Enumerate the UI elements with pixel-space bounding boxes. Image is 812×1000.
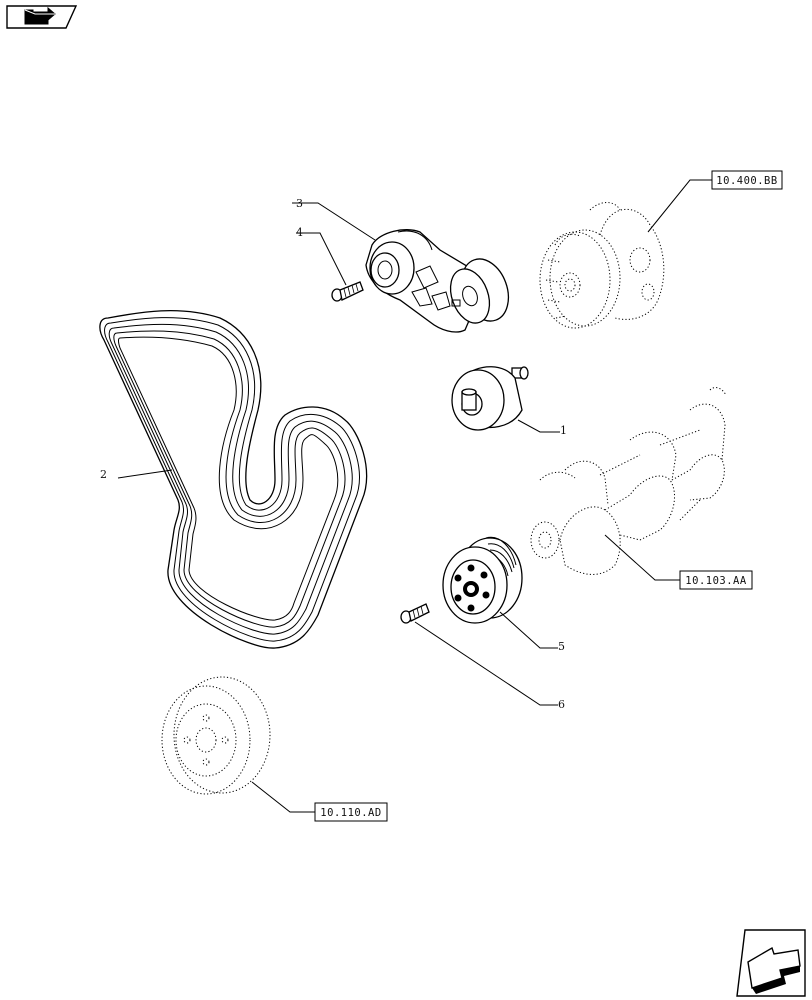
leader-line-6	[414, 621, 558, 706]
crankshaft-pulley	[442, 536, 523, 624]
leader-line-damper	[251, 781, 315, 813]
callout-4: 4	[296, 226, 303, 239]
pulley-bolt	[400, 603, 430, 624]
callout-1: 1	[560, 424, 567, 437]
leader-line-1	[517, 419, 560, 433]
leader-line-2	[117, 469, 173, 479]
callout-2: 2	[100, 468, 107, 481]
vibration-damper-reference-part	[161, 676, 271, 795]
crankshaft-reference-part	[530, 387, 727, 575]
reference-label-water-pump[interactable]: 10.400.BB	[716, 175, 777, 187]
leader-line-5	[499, 611, 558, 649]
water-pump-reference-part	[539, 202, 665, 329]
reference-box-crankshaft[interactable]	[679, 570, 753, 590]
tensioner-bolt	[331, 281, 364, 302]
leader-line-3	[292, 202, 376, 241]
leader-line-4	[296, 232, 347, 286]
callout-6: 6	[558, 698, 565, 711]
leader-line-crankshaft	[604, 534, 680, 581]
callout-3: 3	[296, 197, 303, 210]
reference-box-damper[interactable]	[314, 802, 388, 822]
reference-label-crankshaft[interactable]: 10.103.AA	[685, 575, 747, 587]
idler-pulley	[451, 366, 529, 431]
callout-5: 5	[558, 640, 565, 653]
leader-line-water-pump	[647, 179, 712, 233]
reference-box-water-pump[interactable]	[711, 170, 783, 190]
reference-label-damper[interactable]: 10.110.AD	[320, 807, 381, 819]
next-page-arrow-icon[interactable]	[736, 929, 806, 997]
drive-belt	[99, 310, 368, 649]
belt-tensioner	[365, 229, 510, 333]
previous-page-arrow-icon[interactable]	[6, 5, 78, 29]
